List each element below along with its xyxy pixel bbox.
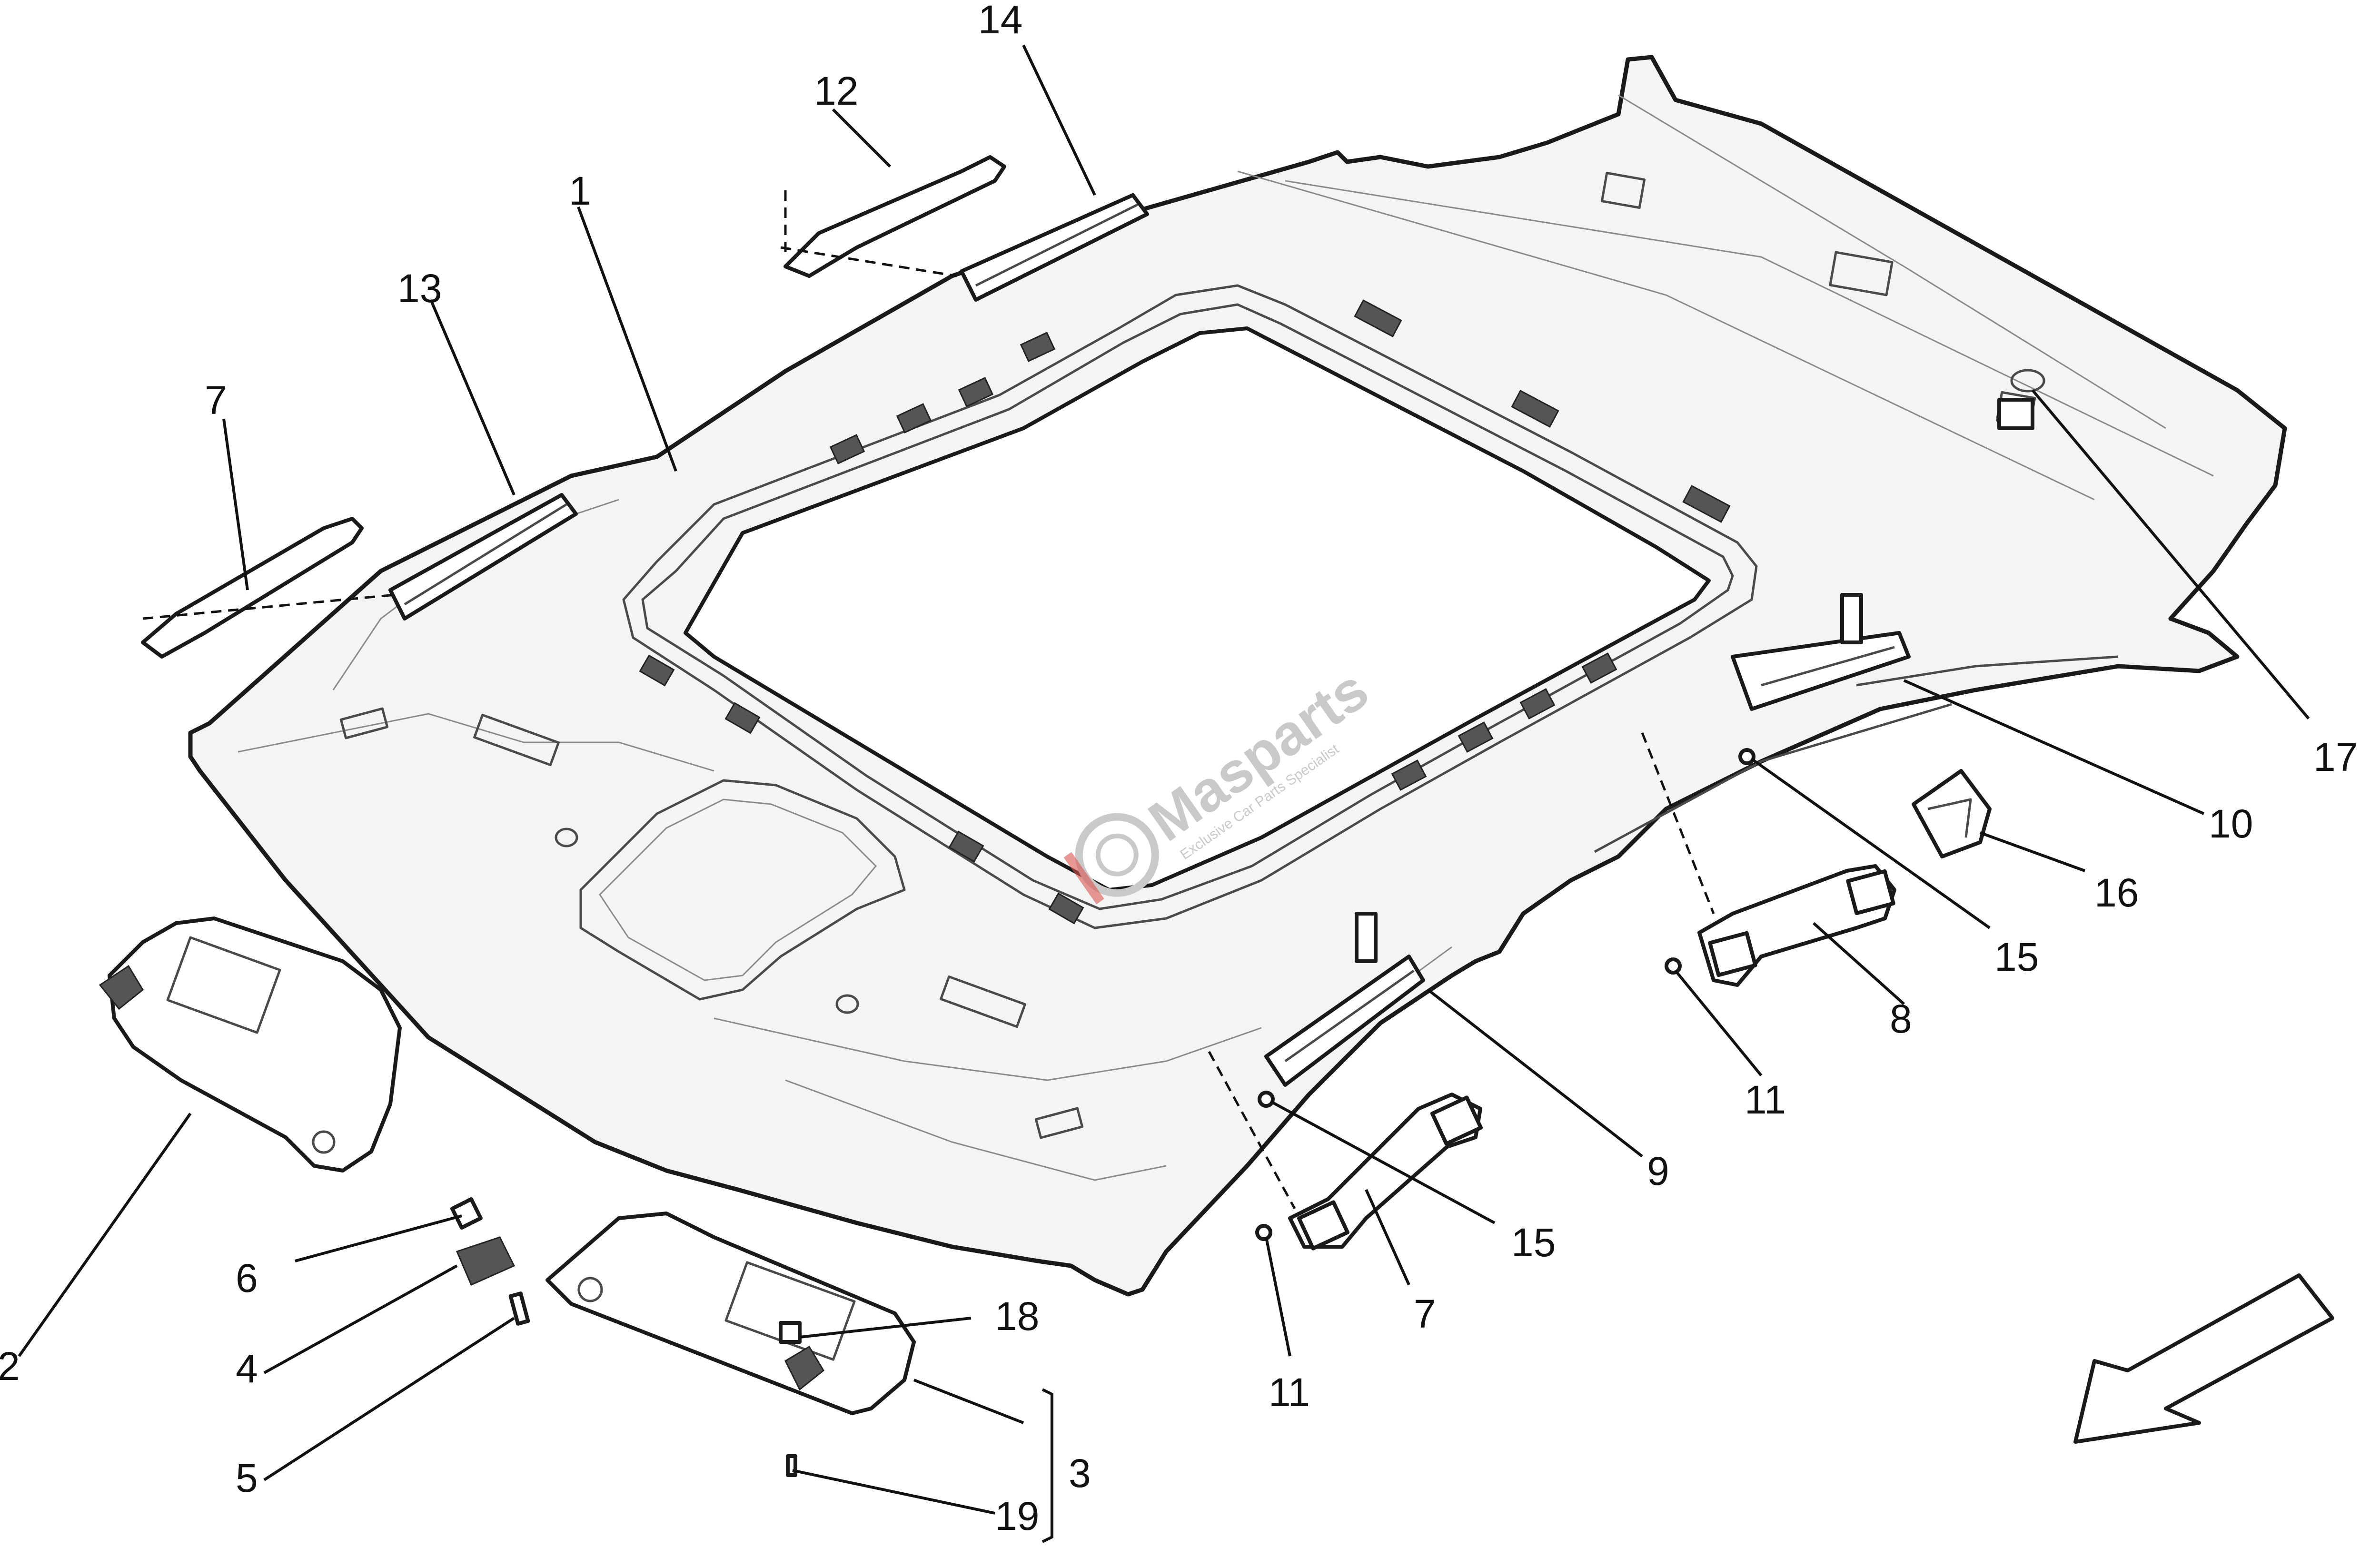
callout-2: 2 bbox=[0, 1344, 20, 1389]
part-11-screw-b bbox=[1255, 1224, 1272, 1241]
part-11-screw-a bbox=[1665, 957, 1682, 975]
grab-handle-7-bottom bbox=[1288, 1093, 1483, 1251]
callout-17: 17 bbox=[2313, 735, 2358, 779]
grab-handle-12 bbox=[783, 155, 1006, 278]
grab-handle-8 bbox=[1697, 864, 1896, 987]
rail-bracket-9 bbox=[1264, 912, 1425, 1087]
small-parts bbox=[450, 398, 2034, 1477]
grab-handle-7-top bbox=[141, 517, 364, 659]
callout-12: 12 bbox=[814, 69, 858, 113]
callout-19: 19 bbox=[995, 1494, 1039, 1538]
rail-bracket-14 bbox=[960, 193, 1149, 302]
part-15-clip-b bbox=[1258, 1091, 1275, 1108]
callout-8: 8 bbox=[1890, 996, 1912, 1041]
headliner-panel bbox=[188, 55, 2287, 1297]
callout-15-b: 15 bbox=[1511, 1220, 1556, 1265]
part-4-hook bbox=[456, 1236, 516, 1286]
callout-3: 3 bbox=[1069, 1451, 1091, 1496]
rail-bracket-13 bbox=[388, 493, 578, 621]
callout-11-a: 11 bbox=[1745, 1077, 1786, 1122]
callout-5: 5 bbox=[236, 1456, 258, 1500]
rail-bracket-10 bbox=[1731, 593, 1911, 711]
callout-6: 6 bbox=[236, 1256, 258, 1301]
callout-10: 10 bbox=[2209, 801, 2253, 846]
callout-15-a: 15 bbox=[1994, 935, 2039, 979]
part-17-plug bbox=[1997, 398, 2034, 430]
sun-visor-3 bbox=[545, 1212, 916, 1415]
part-19-screw bbox=[786, 1454, 797, 1477]
callout-14: 14 bbox=[978, 0, 1022, 42]
callout-11-b: 11 bbox=[1269, 1370, 1310, 1415]
callout-1: 1 bbox=[569, 168, 591, 213]
callout-13: 13 bbox=[397, 266, 442, 311]
callout-7-bottom: 7 bbox=[1414, 1291, 1436, 1336]
frame-clips bbox=[639, 299, 1731, 925]
part-16-light bbox=[1912, 769, 1992, 858]
callout-4: 4 bbox=[236, 1346, 258, 1391]
part-6-clip bbox=[450, 1197, 483, 1230]
sun-visor-2 bbox=[99, 916, 402, 1173]
callout-18: 18 bbox=[995, 1294, 1039, 1339]
callout-9: 9 bbox=[1647, 1149, 1669, 1193]
part-18-clip bbox=[779, 1321, 802, 1344]
leader-lines bbox=[18, 44, 2310, 1543]
callout-7-top: 7 bbox=[205, 378, 227, 423]
callout-16: 16 bbox=[2094, 870, 2139, 915]
direction-arrow-icon bbox=[2073, 1273, 2334, 1444]
part-5-screw bbox=[508, 1291, 530, 1326]
part-15-clip-a bbox=[1738, 748, 1755, 765]
